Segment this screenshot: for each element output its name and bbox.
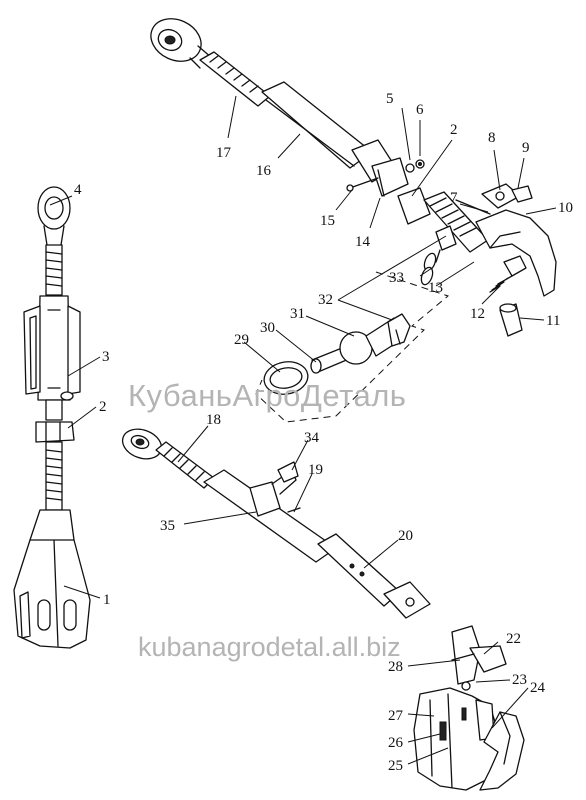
- callout-8: 8: [488, 130, 496, 146]
- callout-14: 14: [355, 234, 371, 250]
- callout-numbers: 4 3 2 1 17 16 15 14 5 6 2 8 9 7 10 11 12…: [74, 91, 573, 774]
- callout-25: 25: [388, 758, 403, 774]
- callout-6: 6: [416, 102, 424, 118]
- callout-1: 1: [103, 592, 111, 608]
- callout-35: 35: [160, 518, 175, 534]
- callout-9: 9: [522, 140, 530, 156]
- quick-hook-assembly: [413, 625, 525, 791]
- callout-31: 31: [290, 306, 305, 322]
- top-link-assembly: [150, 18, 425, 197]
- callout-34: 34: [304, 430, 320, 446]
- callout-19: 19: [308, 462, 323, 478]
- callout-29: 29: [234, 332, 249, 348]
- callout-23: 23: [512, 672, 527, 688]
- callout-27: 27: [388, 708, 404, 724]
- callout-30: 30: [260, 320, 275, 336]
- callout-2: 2: [99, 399, 107, 415]
- leader-lines: [49, 95, 557, 765]
- callout-4: 4: [74, 182, 82, 198]
- callout-17: 17: [216, 145, 232, 161]
- callout-13: 13: [428, 280, 443, 296]
- callout-32: 32: [318, 292, 333, 308]
- callout-26: 26: [388, 735, 404, 751]
- hook-assembly: [397, 183, 557, 337]
- callout-20: 20: [398, 528, 413, 544]
- callout-10: 10: [558, 200, 573, 216]
- callout-12: 12: [470, 306, 485, 322]
- callout-15: 15: [320, 213, 335, 229]
- callout-28: 28: [388, 659, 403, 675]
- callout-16: 16: [256, 163, 272, 179]
- callout-11: 11: [546, 313, 560, 329]
- callout-5: 5: [386, 91, 394, 107]
- adapter-parts-group: [255, 271, 450, 423]
- adjusting-link-assembly: [121, 428, 431, 619]
- lift-rod-assembly: [13, 186, 91, 649]
- callout-18: 18: [206, 412, 221, 428]
- callout-22: 22: [506, 631, 521, 647]
- callout-24: 24: [530, 680, 546, 696]
- watermark-ru: КубаньАгроДеталь: [128, 378, 407, 413]
- callout-2b: 2: [450, 122, 458, 138]
- callout-33: 33: [389, 270, 404, 286]
- callout-3: 3: [102, 349, 110, 365]
- watermark-en: kubanagrodetal.all.biz: [138, 632, 401, 662]
- callout-7: 7: [450, 190, 458, 206]
